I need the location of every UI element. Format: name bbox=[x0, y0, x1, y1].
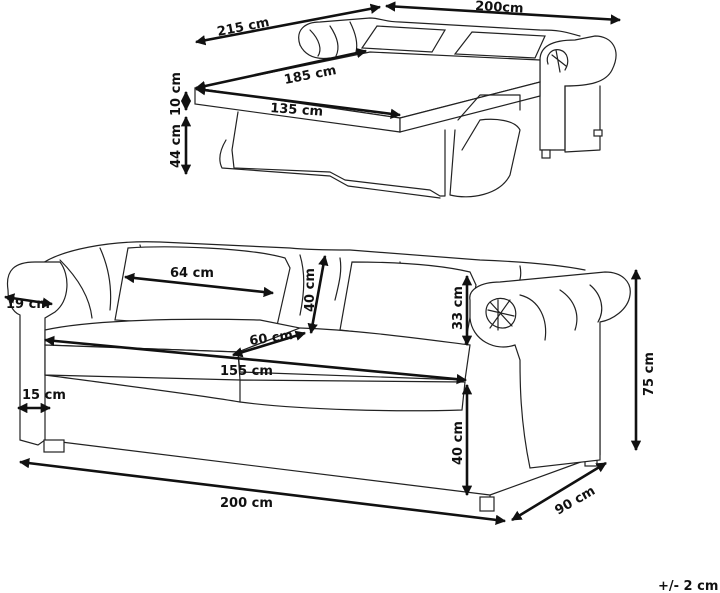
arrow-seat-width bbox=[43, 335, 468, 385]
arrow-depth-open bbox=[194, 3, 382, 46]
label-seat-width: 155 cm bbox=[220, 364, 273, 379]
arrow-width-top bbox=[384, 1, 622, 25]
arrow-total-width bbox=[18, 457, 507, 526]
label-arm-height: 33 cm bbox=[451, 286, 466, 330]
label-arm-width: 19 cm bbox=[6, 297, 50, 312]
sofa-bed-open-drawing bbox=[194, 17, 617, 199]
label-bed-height: 44 cm bbox=[169, 124, 184, 168]
label-seat-height: 40 cm bbox=[451, 421, 466, 465]
label-arm-thickness: 15 cm bbox=[22, 388, 66, 403]
label-total-height: 75 cm bbox=[642, 352, 657, 396]
label-depth-open: 215 cm bbox=[216, 15, 271, 40]
arrow-cushion-height bbox=[307, 254, 329, 335]
arrow-arm-width bbox=[3, 293, 54, 308]
label-mattress-width: 135 cm bbox=[270, 101, 324, 120]
label-seat-depth: 60 cm bbox=[248, 328, 294, 349]
arrow-total-depth bbox=[511, 461, 607, 522]
label-total-depth: 90 cm bbox=[553, 484, 598, 519]
label-tolerance: +/- 2 cm bbox=[658, 579, 718, 593]
arrow-cushion-width bbox=[123, 272, 275, 298]
dimension-arrows bbox=[3, 1, 642, 526]
label-mattress-thickness: 10 cm bbox=[169, 72, 184, 116]
arrow-mattress-length bbox=[194, 47, 368, 92]
label-cushion-width: 64 cm bbox=[170, 266, 214, 281]
arrow-mattress-width bbox=[194, 85, 402, 119]
label-cushion-height: 40 cm bbox=[303, 268, 318, 312]
label-width-top: 200cm bbox=[475, 0, 524, 17]
label-total-width: 200 cm bbox=[220, 496, 273, 511]
